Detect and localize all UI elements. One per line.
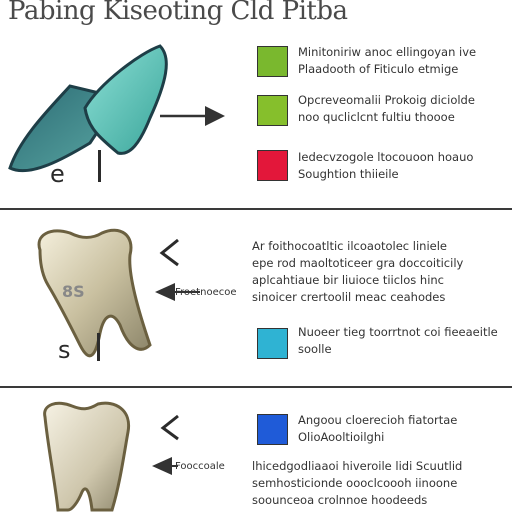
- legend-text-7: lhicedgodliaaoi hiveroile lidi Scuutlid …: [252, 459, 463, 507]
- legend-swatch-blue: [257, 414, 288, 445]
- legend-swatch-cyan: [257, 328, 288, 359]
- page-title: Pabing Kiseoting Cld Pitba: [8, 0, 348, 26]
- section-divider-1: [0, 208, 512, 210]
- panel1-tick: [98, 150, 101, 182]
- molar-tooth-shape: [37, 228, 152, 358]
- section1-illustration: [8, 44, 225, 173]
- legend-text-6: Angoou cloerecioh fiatortae OlioAooltioi…: [298, 413, 458, 444]
- legend-text-1: Minitoniriw anoc ellingoyan ive Plaadoot…: [298, 45, 477, 76]
- crown-front-shape: [83, 44, 168, 155]
- arrow-label-2: Fooccoale: [175, 461, 225, 472]
- legend-swatch-green-2: [257, 95, 288, 126]
- arrow-head-left: [155, 283, 175, 301]
- legend-text-2: Opcreveomalii Prokoig diciolde noo qucli…: [298, 93, 475, 124]
- legend-text-4: Ar foithocoatltic ilcoaotolec liniele ep…: [252, 239, 464, 304]
- panel1-label: e: [50, 160, 65, 188]
- section3-illustration: [43, 401, 179, 512]
- legend-swatch-red: [257, 150, 288, 181]
- panel2-label: s: [58, 336, 71, 364]
- panel2-tick: [97, 333, 100, 361]
- arrow-head-left-2: [152, 457, 172, 475]
- section-divider-2: [0, 386, 512, 388]
- legend-text-5: Nuoeer tieg toorrtnot coi fieeaeitle soo…: [298, 325, 498, 356]
- tooth-shape: [43, 401, 131, 512]
- section2-illustration: 8S: [37, 228, 200, 358]
- tooth-marking: 8S: [62, 282, 85, 301]
- pointer-arrow-head: [205, 106, 225, 126]
- chevron-left-icon: [159, 238, 179, 267]
- legend-text-3: Iedecvzogole ltocouoon hoauo Soughtion t…: [298, 150, 474, 181]
- chevron-left-icon-2: [160, 414, 179, 441]
- legend-swatch-green-1: [257, 46, 288, 77]
- arrow-label-1: Froetnoecoe: [175, 287, 237, 298]
